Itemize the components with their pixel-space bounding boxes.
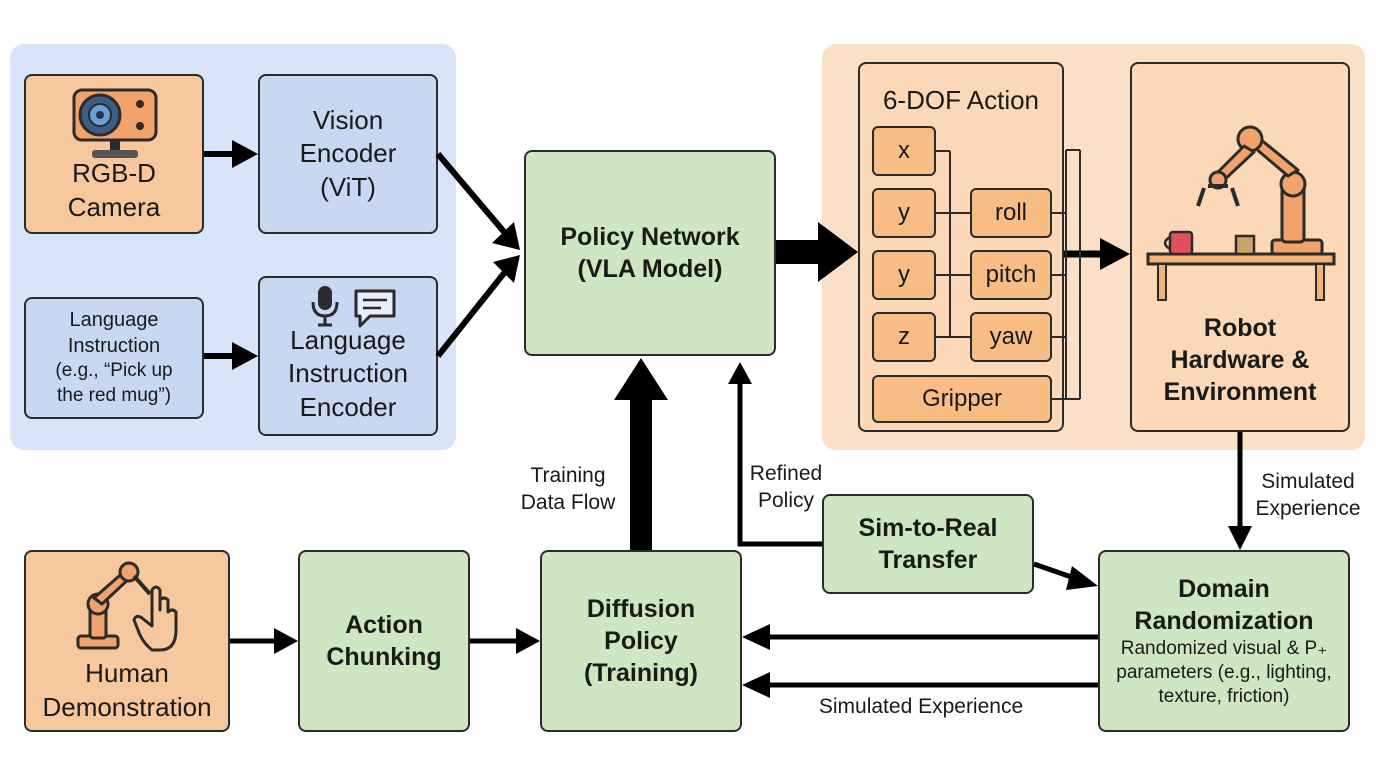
- arrow-robot-to-domain: [1228, 432, 1252, 550]
- label-refined-line2: Policy: [757, 489, 815, 513]
- human-demonstration-box: Human Demonstration: [24, 550, 230, 732]
- action-chunking-box: Action Chunking: [298, 550, 470, 732]
- arrow-demo-to-chunking: [230, 628, 298, 654]
- label-simulated-right-line2: Experience: [1255, 497, 1361, 521]
- sim-to-real-line2: Transfer: [878, 546, 978, 574]
- arrow-vision-to-policy: [435, 152, 520, 250]
- vision-encoder-box: Vision Encoder (ViT): [258, 74, 438, 234]
- label-refined-line1: Refined: [749, 462, 823, 485]
- language-encoder-box: Language Instruction Encoder: [258, 276, 438, 436]
- arrow-policy-to-action: [776, 222, 858, 282]
- human-demo-line2: Demonstration: [42, 691, 212, 722]
- arrow-language-to-encoder: [204, 342, 258, 370]
- language-instruction-line4: the red mug”): [56, 384, 172, 406]
- arrow-refined-policy: [728, 362, 822, 547]
- chat-bubble-icon: [354, 289, 396, 328]
- arrow-domain-to-diffusion-upper: [742, 624, 1098, 650]
- policy-network-line2: (VLA Model): [577, 255, 723, 283]
- sim-to-real-line1: Sim-to-Real: [858, 514, 998, 542]
- camera-icon: [72, 88, 158, 158]
- label-simulated-experience-bottom: Simulated Experience: [818, 695, 1024, 718]
- domain-randomization-desc1: Randomized visual & P₊: [1120, 637, 1328, 659]
- language-instruction-box: Language Instruction (e.g., “Pick up the…: [24, 297, 204, 419]
- policy-network-box: Policy Network (VLA Model): [524, 150, 776, 356]
- vision-encoder-line3: (ViT): [320, 171, 376, 202]
- domain-randomization-desc2: parameters (e.g., lighting,: [1116, 661, 1332, 683]
- language-instruction-line1: Language: [69, 309, 159, 332]
- label-training-line2: Data Flow: [520, 491, 616, 515]
- domain-randomization-line1: Domain: [1178, 574, 1270, 603]
- arrow-chunking-to-diffusion: [470, 628, 540, 654]
- diffusion-policy-line1: Diffusion: [586, 595, 696, 623]
- six-dof-action-title: 6-DOF Action: [882, 85, 1040, 115]
- robot-hand-icon: [76, 561, 178, 652]
- robot-environment-box: Robot Hardware & Environment: [1130, 62, 1350, 432]
- microphone-icon: [311, 286, 339, 327]
- arrow-sim-to-domain: [1033, 561, 1098, 590]
- diffusion-policy-line3: (Training): [584, 659, 698, 687]
- language-instruction-line3: (e.g., “Pick up: [55, 360, 173, 382]
- policy-network-line1: Policy Network: [560, 223, 740, 251]
- camera-label-line1: RGB-D: [72, 158, 156, 189]
- robot-line1: Robot: [1203, 314, 1277, 342]
- label-refined-policy: Refined Policy: [736, 460, 836, 515]
- robot-arm-icon: [1146, 125, 1336, 301]
- six-dof-action-panel: 6-DOF Action: [858, 62, 1064, 432]
- arrow-domain-to-diffusion-lower: [742, 672, 1098, 698]
- human-demo-line1: Human: [85, 658, 169, 689]
- arrow-camera-to-vision: [204, 140, 258, 168]
- label-simulated-experience-right: Simulated Experience: [1246, 468, 1370, 523]
- action-y-2: y: [872, 250, 936, 300]
- arrow-diffusion-to-policy: [614, 358, 668, 550]
- action-x: x: [872, 126, 936, 176]
- language-encoder-line1: Language: [290, 325, 406, 356]
- diffusion-policy-box: Diffusion Policy (Training): [540, 550, 742, 732]
- rgbd-camera-box: RGB-D Camera: [24, 74, 204, 234]
- arrow-action-to-robot: [1064, 238, 1130, 270]
- action-pitch: pitch: [970, 250, 1052, 300]
- vision-encoder-line2: Encoder: [299, 138, 397, 169]
- sim-to-real-box: Sim-to-Real Transfer: [822, 494, 1034, 594]
- domain-randomization-line2: Randomization: [1134, 606, 1314, 635]
- language-encoder-line3: Encoder: [299, 391, 397, 422]
- action-yaw: yaw: [970, 312, 1052, 362]
- language-instruction-line2: Instruction: [67, 334, 161, 357]
- arrow-language-encoder-to-policy: [435, 255, 520, 358]
- language-encoder-line2: Instruction: [288, 358, 408, 389]
- action-roll: roll: [970, 188, 1052, 238]
- action-y-1: y: [872, 188, 936, 238]
- label-training-line1: Training: [530, 464, 606, 487]
- action-gripper: Gripper: [872, 375, 1052, 423]
- robot-line3: Environment: [1163, 378, 1317, 406]
- diffusion-policy-line2: Policy: [604, 627, 678, 655]
- label-simulated-right-line1: Simulated: [1261, 470, 1355, 493]
- action-bracket-lines: [936, 149, 1081, 400]
- action-chunking-line2: Chunking: [326, 643, 442, 671]
- label-training-data-flow: Training Data Flow: [506, 462, 630, 517]
- action-z: z: [872, 312, 936, 362]
- robot-line2: Hardware &: [1170, 346, 1310, 374]
- vision-encoder-line1: Vision: [312, 105, 384, 136]
- action-chunking-line1: Action: [345, 611, 423, 639]
- domain-randomization-box: Domain Randomization Randomized visual &…: [1098, 550, 1350, 732]
- domain-randomization-desc3: texture, friction): [1158, 686, 1290, 708]
- camera-label-line2: Camera: [67, 191, 161, 222]
